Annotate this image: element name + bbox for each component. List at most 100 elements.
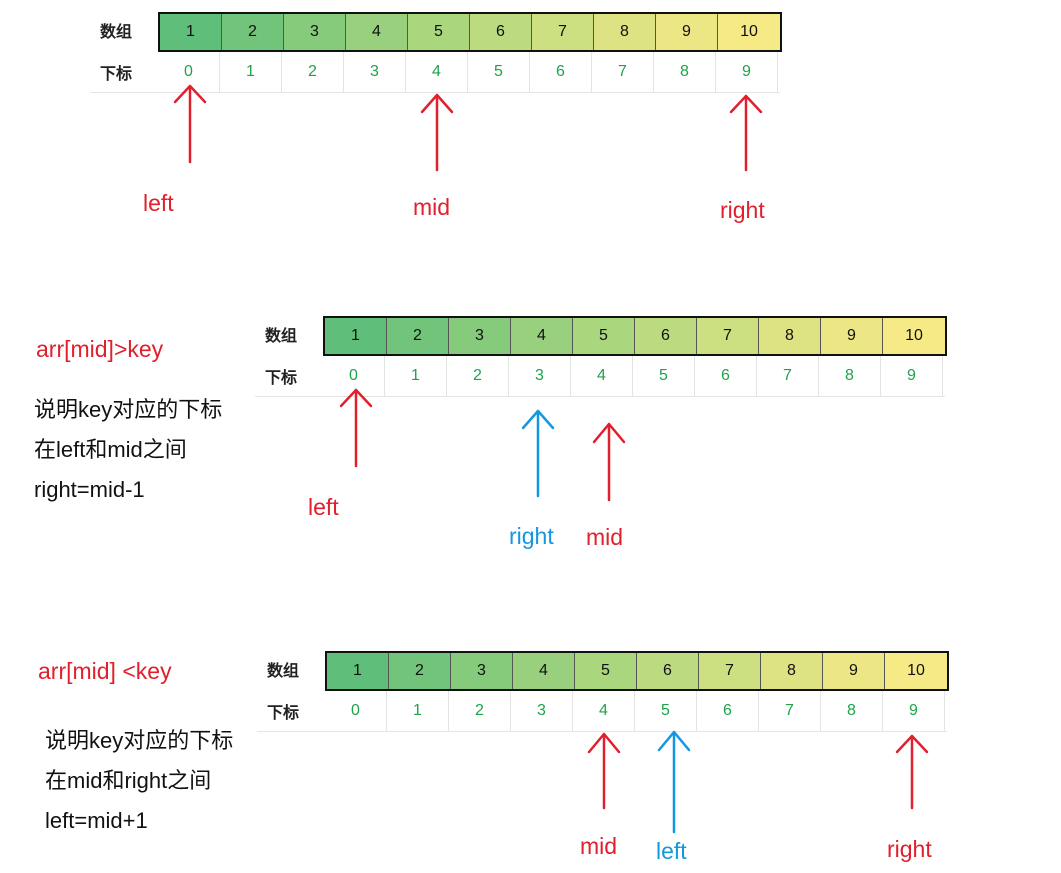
arrow-mid-icon xyxy=(587,732,621,810)
index-header: 下标 xyxy=(265,368,298,387)
array-values-row: 1 2 3 4 5 6 7 8 9 10 xyxy=(158,12,782,52)
index-row: 0 1 2 3 4 5 6 7 8 9 xyxy=(325,691,945,731)
array-cell: 6 xyxy=(635,318,697,354)
index-cell: 7 xyxy=(757,356,819,396)
index-cell: 4 xyxy=(571,356,633,396)
explanation-note: 说明key对应的下标 在mid和right之间 left=mid+1 xyxy=(45,721,233,841)
arrow-mid-icon xyxy=(420,93,454,172)
index-cell: 4 xyxy=(573,691,635,731)
index-cell: 0 xyxy=(323,356,385,396)
array-cell: 10 xyxy=(885,653,947,689)
pointer-label-mid: mid xyxy=(580,833,618,859)
index-row: 0 1 2 3 4 5 6 7 8 9 xyxy=(158,52,778,92)
index-cell: 7 xyxy=(592,52,654,92)
index-cell: 3 xyxy=(344,52,406,92)
array-cell: 5 xyxy=(575,653,637,689)
arrow-right-icon xyxy=(521,409,555,498)
array-header: 数组 xyxy=(267,661,300,680)
arrow-left-icon xyxy=(657,730,691,834)
array-cell: 10 xyxy=(883,318,945,354)
index-cell: 8 xyxy=(819,356,881,396)
index-cell: 3 xyxy=(511,691,573,731)
array-cell: 7 xyxy=(697,318,759,354)
note-line: left=mid+1 xyxy=(45,808,148,833)
array-cell: 2 xyxy=(222,14,284,50)
index-cell: 9 xyxy=(883,691,945,731)
arrow-left-icon xyxy=(173,84,207,164)
index-cell: 5 xyxy=(468,52,530,92)
array-cell: 4 xyxy=(346,14,408,50)
index-cell: 2 xyxy=(449,691,511,731)
index-cell: 6 xyxy=(697,691,759,731)
index-cell: 1 xyxy=(385,356,447,396)
index-cell: 1 xyxy=(220,52,282,92)
index-cell: 6 xyxy=(695,356,757,396)
array-cell: 5 xyxy=(408,14,470,50)
array-cell: 4 xyxy=(511,318,573,354)
note-line: 在left和mid之间 xyxy=(34,437,187,462)
index-cell: 5 xyxy=(635,691,697,731)
array-cell: 2 xyxy=(389,653,451,689)
pointer-label-right: right xyxy=(720,197,765,223)
array-cell: 2 xyxy=(387,318,449,354)
array-cell: 1 xyxy=(160,14,222,50)
condition-text: arr[mid] <key xyxy=(38,658,172,684)
index-cell: 4 xyxy=(406,52,468,92)
array-cell: 8 xyxy=(759,318,821,354)
pointer-label-mid: mid xyxy=(413,194,451,220)
array-cell: 5 xyxy=(573,318,635,354)
condition-text: arr[mid]>key xyxy=(36,336,164,362)
index-header: 下标 xyxy=(100,64,133,83)
explanation-note: 说明key对应的下标 在left和mid之间 right=mid-1 xyxy=(34,390,222,510)
array-cell: 9 xyxy=(656,14,718,50)
index-cell: 9 xyxy=(881,356,943,396)
array-cell: 8 xyxy=(594,14,656,50)
pointer-label-right: right xyxy=(887,836,932,862)
array-cell: 1 xyxy=(327,653,389,689)
index-cell: 7 xyxy=(759,691,821,731)
array-cell: 6 xyxy=(470,14,532,50)
index-cell: 5 xyxy=(633,356,695,396)
array-values-row: 1 2 3 4 5 6 7 8 9 10 xyxy=(325,651,949,691)
index-cell: 9 xyxy=(716,52,778,92)
array-cell: 6 xyxy=(637,653,699,689)
index-cell: 0 xyxy=(325,691,387,731)
array-header: 数组 xyxy=(100,22,133,41)
grid-line xyxy=(90,92,780,93)
note-line: right=mid-1 xyxy=(34,477,145,502)
note-line: 在mid和right之间 xyxy=(45,768,212,793)
note-line: 说明key对应的下标 xyxy=(45,728,234,753)
index-cell: 6 xyxy=(530,52,592,92)
array-cell: 3 xyxy=(284,14,346,50)
pointer-label-mid: mid xyxy=(586,524,624,550)
array-cell: 1 xyxy=(325,318,387,354)
pointer-label-right: right xyxy=(509,523,554,549)
index-cell: 3 xyxy=(509,356,571,396)
note-line: 说明key对应的下标 xyxy=(34,397,223,422)
arrow-left-icon xyxy=(339,388,373,468)
index-cell: 8 xyxy=(654,52,716,92)
index-cell: 2 xyxy=(447,356,509,396)
array-cell: 9 xyxy=(821,318,883,354)
array-cell: 7 xyxy=(532,14,594,50)
index-cell: 0 xyxy=(158,52,220,92)
array-cell: 10 xyxy=(718,14,780,50)
array-cell: 4 xyxy=(513,653,575,689)
array-cell: 8 xyxy=(761,653,823,689)
index-cell: 1 xyxy=(387,691,449,731)
array-cell: 7 xyxy=(699,653,761,689)
index-row: 0 1 2 3 4 5 6 7 8 9 xyxy=(323,356,943,396)
arrow-right-icon xyxy=(895,734,929,810)
grid-line xyxy=(255,396,945,397)
array-cell: 3 xyxy=(451,653,513,689)
index-header: 下标 xyxy=(267,703,300,722)
array-cell: 9 xyxy=(823,653,885,689)
pointer-label-left: left xyxy=(143,190,174,216)
arrow-right-icon xyxy=(729,94,763,172)
arrow-mid-icon xyxy=(592,422,626,502)
index-cell: 2 xyxy=(282,52,344,92)
array-values-row: 1 2 3 4 5 6 7 8 9 10 xyxy=(323,316,947,356)
pointer-label-left: left xyxy=(308,494,339,520)
index-cell: 8 xyxy=(821,691,883,731)
array-cell: 3 xyxy=(449,318,511,354)
